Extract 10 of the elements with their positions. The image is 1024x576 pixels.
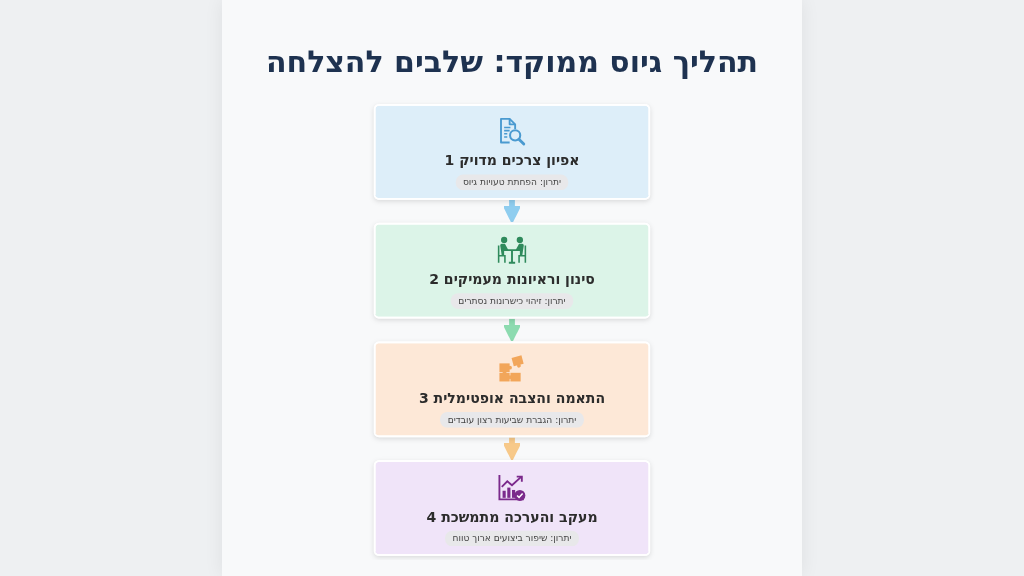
step-title: אפיון צרכים מדויק 1 bbox=[444, 151, 580, 171]
step-title: סינון וראיונות מעמיקים 2 bbox=[429, 269, 595, 290]
diagram-title: תהליך גיוס ממוקד: שלבים להצלחה bbox=[264, 44, 760, 80]
benefit-tag: יתרון: שיפור ביצועים ארוך טווח bbox=[445, 530, 579, 546]
arrow bbox=[502, 318, 522, 342]
benefit-tag: יתרון: הפחתת טעויות גיוס bbox=[455, 174, 569, 190]
arrow bbox=[502, 437, 522, 461]
step-title: התאמה והצבה אופטימלית 3 bbox=[418, 388, 606, 409]
step-title: מעקב והערכה מתמשכת 4 bbox=[426, 507, 598, 527]
arrow bbox=[502, 200, 522, 224]
